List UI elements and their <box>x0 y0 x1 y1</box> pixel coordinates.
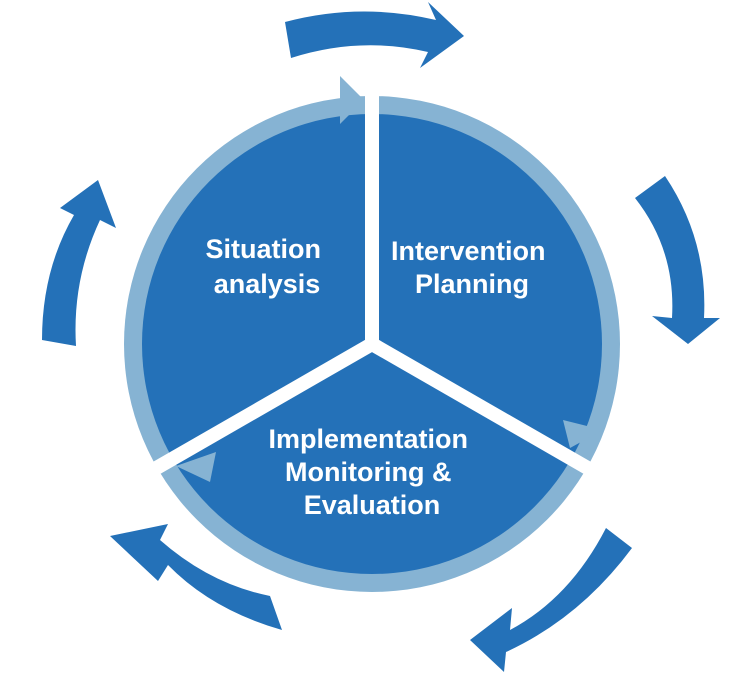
inner-arrowhead-right <box>563 420 603 448</box>
label-line: Situation <box>205 234 321 264</box>
segment-label-situation-analysis: Situation analysis <box>205 234 328 299</box>
segment-dividers <box>142 82 602 481</box>
outer-arrow-top <box>285 2 464 68</box>
label-line: Monitoring & <box>285 457 451 487</box>
inner-arrowhead-top <box>340 76 364 124</box>
inner-arrowhead-left <box>176 452 216 482</box>
outer-arrow-right <box>635 176 720 344</box>
label-line: Planning <box>415 269 529 299</box>
outer-arrows <box>42 2 720 672</box>
label-line: analysis <box>214 269 321 299</box>
label-line: Implementation <box>268 424 468 454</box>
outer-arrow-left <box>42 180 116 346</box>
label-line: Intervention <box>391 236 546 266</box>
segment-label-intervention-planning: Intervention Planning <box>391 236 553 299</box>
label-line: Evaluation <box>304 490 441 520</box>
segment-label-implementation: Implementation Monitoring & Evaluation <box>268 424 475 520</box>
outer-arrow-bottom-right <box>470 528 632 672</box>
outer-arrow-bottom-left <box>110 524 282 630</box>
